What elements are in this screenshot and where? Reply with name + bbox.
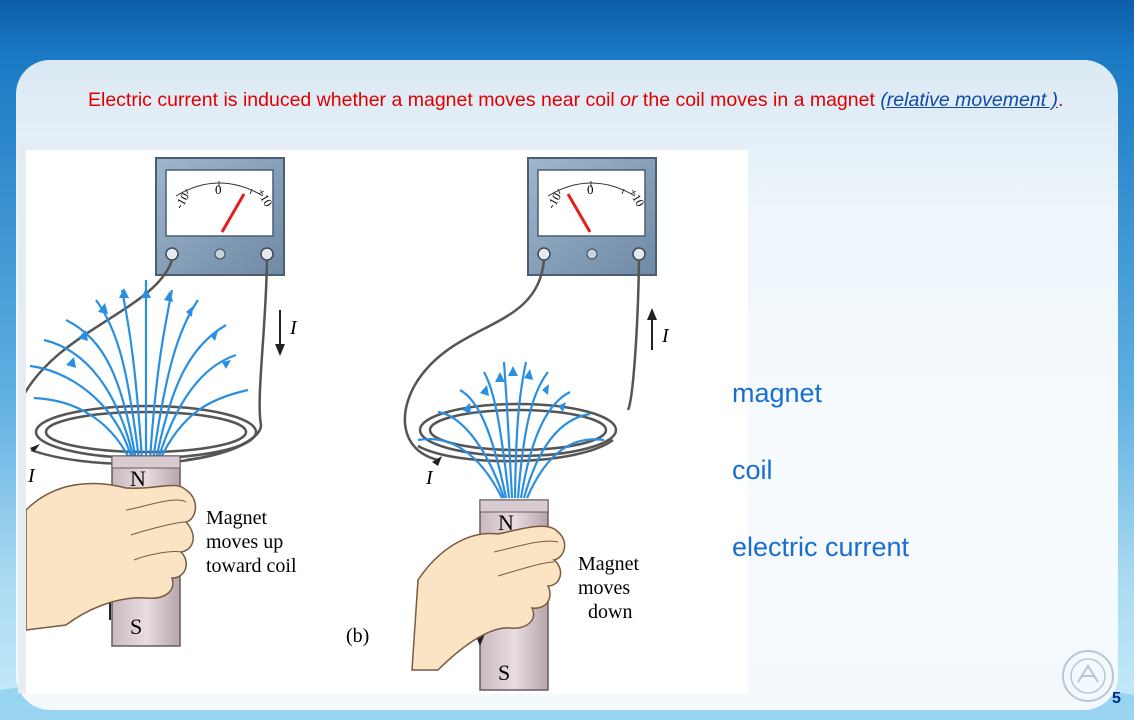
meter-needle-b (566, 193, 592, 233)
magnet-south-label-a: S (130, 614, 142, 639)
magnetic-field-lines-a (29, 280, 249, 461)
panel-a: -10 0 +10 I I (19, 157, 298, 647)
current-arrow-a: I (275, 310, 298, 356)
coil-current-label-a: I (27, 444, 40, 487)
page-number: 5 (1112, 690, 1121, 707)
key-terms-list: magnet coil electric current (732, 370, 909, 601)
svg-text:moves: moves (578, 577, 630, 599)
caption-b: Magnet moves down (578, 553, 640, 623)
magnet-north-label-b: N (498, 510, 514, 535)
hand-b (411, 525, 566, 671)
svg-text:Magnet: Magnet (206, 507, 268, 529)
hand-a (25, 482, 197, 631)
coil-wire-b (403, 259, 641, 463)
caption-a: Magnet moves up toward coil (206, 507, 297, 577)
svg-text:I: I (425, 467, 434, 489)
field-arrows-a (66, 288, 231, 369)
coil-current-label-b: I (425, 456, 442, 489)
svg-text:Magnet: Magnet (578, 553, 640, 575)
svg-text:I: I (27, 465, 36, 487)
term-coil: coil (732, 455, 773, 485)
galvanometer-a: -10 0 +10 (155, 157, 285, 276)
term-magnet: magnet (732, 378, 823, 408)
svg-text:down: down (588, 601, 632, 623)
galvanometer-b: -10 0 +10 (527, 157, 657, 276)
svg-text:moves up: moves up (206, 531, 283, 553)
current-label-b: I (661, 325, 670, 347)
meter-scale-zero-b: 0 (587, 182, 594, 197)
meter-scale-neg-a: -10 (172, 190, 192, 211)
magnet-south-label-b: S (498, 660, 510, 685)
meter-scale-neg-b: -10 (544, 190, 564, 211)
panel-b: -10 0 +10 I I (403, 157, 670, 691)
meter-needle-a (220, 193, 246, 233)
current-arrow-b: I (647, 308, 670, 350)
magnetic-field-lines-b (417, 361, 605, 499)
term-electric-current: electric current (732, 532, 910, 562)
slide-headline: Electric current is induced whether a ma… (88, 89, 1064, 111)
field-arrows-b (462, 366, 566, 414)
current-label-a: I (289, 317, 298, 339)
magnet-north-label-a: N (130, 466, 146, 491)
svg-text:toward coil: toward coil (206, 555, 297, 577)
meter-scale-zero-a: 0 (215, 182, 222, 197)
panel-b-label: (b) (346, 625, 369, 647)
induction-figure: -10 0 +10 I I (19, 150, 748, 694)
university-seal-logo (1062, 650, 1114, 702)
